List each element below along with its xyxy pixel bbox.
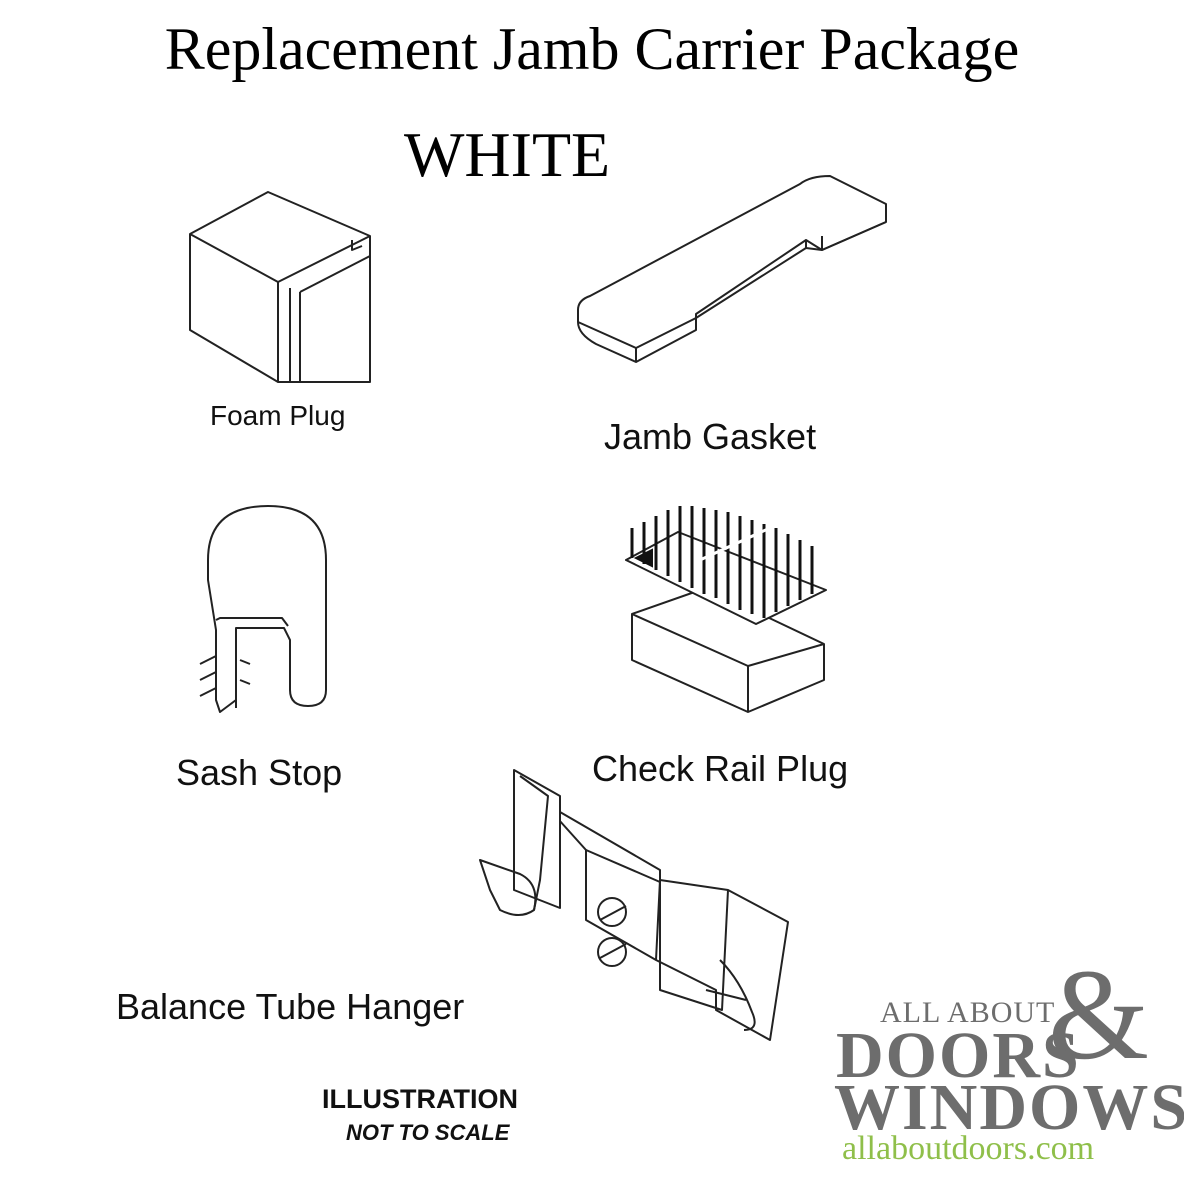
page-title: Replacement Jamb Carrier Package <box>164 16 1020 82</box>
not-to-scale-note: NOT TO SCALE <box>346 1120 510 1145</box>
illustration-note: ILLUSTRATION <box>322 1084 518 1114</box>
color-subtitle: WHITE <box>404 119 611 190</box>
logo-top-text: ALL ABOUT <box>880 996 1056 1029</box>
jamb-gasket-drawing <box>577 175 887 363</box>
logo-ampersand: & <box>1048 943 1150 1087</box>
foam-plug-drawing <box>189 191 371 383</box>
balance-tube-hanger-drawing <box>479 769 789 1041</box>
sash-stop-drawing <box>199 505 327 713</box>
balance-tube-hanger-label: Balance Tube Hanger <box>116 986 465 1027</box>
foam-plug-label: Foam Plug <box>210 400 346 431</box>
logo-doors-text: DOORS <box>836 1019 1081 1092</box>
sash-stop-label: Sash Stop <box>176 752 343 793</box>
logo-windows-text: WINDOWS <box>834 1071 1184 1144</box>
check-rail-plug-label: Check Rail Plug <box>592 748 849 789</box>
logo-url: allaboutdoors.com <box>842 1130 1095 1167</box>
check-rail-brush-strips <box>630 506 814 618</box>
jamb-gasket-label: Jamb Gasket <box>604 416 817 457</box>
